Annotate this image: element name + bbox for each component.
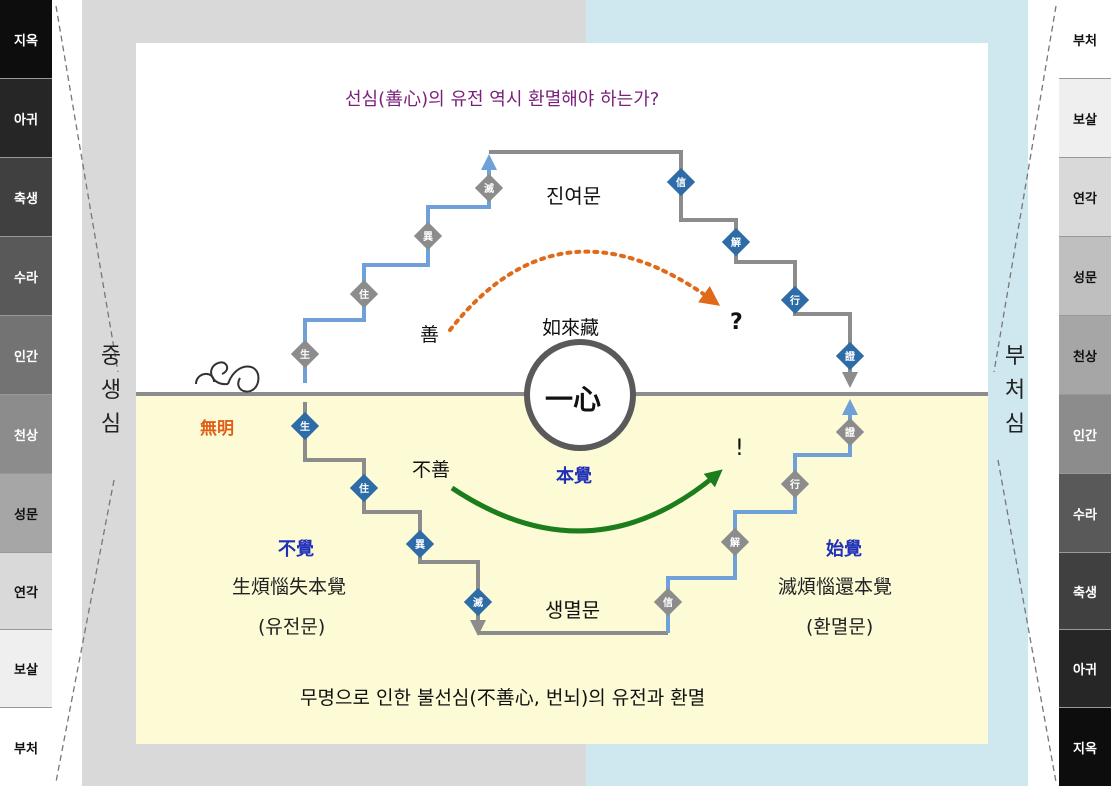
right-vertical-text: 부처심	[1004, 344, 1026, 437]
label-jinyeomun: 진여문	[546, 184, 602, 208]
dashed-connectors	[55, 5, 1057, 783]
left-rank-3: 축생	[0, 158, 52, 237]
left-rank-9: 보살	[0, 630, 52, 708]
label-good: 善	[420, 324, 440, 346]
not-good-arrow	[450, 469, 723, 534]
left-rank-1: 지옥	[0, 0, 52, 79]
label-not-good: 不善	[412, 459, 451, 481]
label-mumyeong: 無明	[200, 419, 234, 439]
left-vertical-label: 중생심	[96, 340, 126, 442]
diamond-tl-2: 住	[359, 288, 369, 301]
diamond-bl-2: 住	[359, 482, 369, 495]
right-rank-1: 부처	[1059, 0, 1111, 79]
bottom-right-stair	[666, 399, 858, 633]
right-vertical-label: 부처심	[1000, 340, 1030, 442]
right-rank-6: 인간	[1059, 395, 1111, 474]
label-bulgak-title: 不覺	[278, 539, 314, 560]
right-rank-2: 보살	[1059, 79, 1111, 158]
left-vertical-text: 중생심	[100, 344, 122, 437]
right-rank-8: 축생	[1059, 553, 1111, 630]
right-rank-10: 지옥	[1059, 708, 1111, 786]
label-sigak-sub: (환멸문)	[806, 616, 874, 638]
label-question: ?	[730, 310, 743, 335]
label-bongak: 本覺	[556, 466, 592, 487]
label-yeoraejang: 如來藏	[542, 317, 600, 339]
diamonds-top-left: 生 住 異 滅	[290, 173, 504, 369]
diamonds-bottom-left: 生 住 異 滅	[290, 411, 493, 617]
label-saengmyeolmun: 생멸문	[545, 598, 601, 622]
left-rank-column: 지옥 아귀 축생 수라 인간 천상 성문 연각 보살 부처	[0, 0, 52, 786]
left-rank-10: 부처	[0, 708, 52, 786]
left-rank-8: 연각	[0, 553, 52, 630]
diamonds-top-right: 信 解 行 證	[666, 167, 865, 371]
label-bulgak-sub: (유전문)	[258, 616, 326, 638]
bottom-left-stair	[303, 402, 486, 636]
label-sigak-title: 始覺	[826, 539, 862, 560]
left-rank-5: 인간	[0, 316, 52, 395]
diagram-subtitle: 무명으로 인한 불선심(不善心, 번뇌)의 유전과 환멸	[300, 687, 706, 709]
diagram-title: 선심(善心)의 유전 역시 환멸해야 하는가?	[345, 89, 660, 110]
diamonds-bottom-right: 信 解 行 證	[653, 417, 865, 617]
left-rank-7: 성문	[0, 474, 52, 553]
ignorance-swirl-icon	[195, 361, 260, 393]
lower-panel	[136, 394, 988, 744]
diamond-br-1: 信	[663, 596, 673, 609]
diamond-bl-1: 生	[300, 420, 310, 433]
diamond-tl-3: 異	[423, 231, 433, 243]
upper-panel	[136, 43, 988, 394]
diamond-tr-3: 行	[789, 294, 800, 307]
diamond-br-2: 解	[730, 536, 740, 549]
right-rank-column: 부처 보살 연각 성문 천상 인간 수라 축생 아귀 지옥	[1059, 0, 1111, 786]
diamond-tl-1: 生	[300, 348, 310, 361]
right-rank-5: 천상	[1059, 316, 1111, 395]
left-rank-2: 아귀	[0, 79, 52, 158]
right-rank-9: 아귀	[1059, 630, 1111, 708]
diamond-br-4: 證	[845, 426, 856, 439]
top-right-stair	[489, 150, 858, 388]
diamond-tl-4: 滅	[484, 182, 494, 195]
one-mind-circle	[524, 339, 636, 451]
right-rank-4: 성문	[1059, 237, 1111, 316]
diamond-bl-4: 滅	[473, 596, 483, 609]
diamond-br-3: 行	[789, 478, 800, 491]
diamond-tr-4: 證	[845, 350, 856, 363]
label-bulgak-text: 生煩惱失本覺	[232, 576, 347, 598]
label-one-mind: 一心	[545, 383, 602, 416]
right-rank-3: 연각	[1059, 158, 1111, 237]
diamond-tr-2: 解	[731, 236, 741, 249]
left-rank-4: 수라	[0, 237, 52, 316]
label-exclaim: !	[735, 436, 744, 461]
left-rank-6: 천상	[0, 395, 52, 474]
diamond-tr-1: 信	[676, 176, 686, 189]
right-rank-7: 수라	[1059, 474, 1111, 553]
diamond-bl-3: 異	[415, 539, 425, 551]
label-sigak-text: 滅煩惱還本覺	[778, 576, 893, 598]
good-dotted-arrow	[448, 249, 721, 332]
top-left-stair	[303, 154, 497, 383]
